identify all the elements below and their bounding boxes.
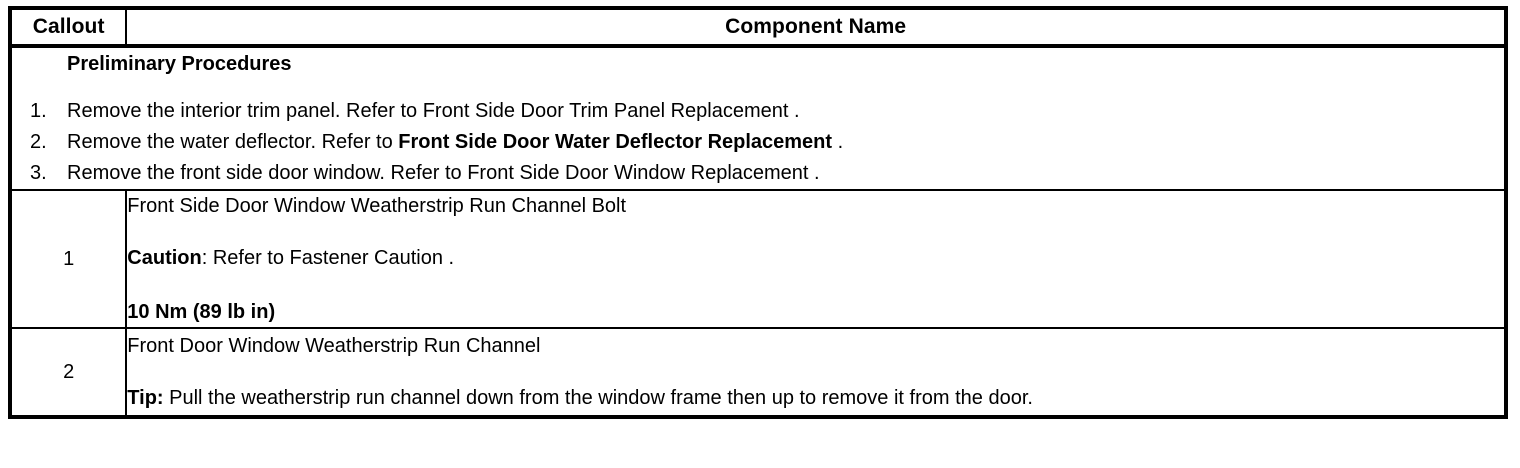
list-item-trail-text: . bbox=[832, 131, 844, 153]
list-item: 3. Remove the front side door window. Ref… bbox=[12, 158, 1504, 189]
column-header-component-name: Component Name bbox=[125, 7, 1507, 48]
list-item: 2. Remove the water deflector. Refer to F… bbox=[12, 127, 1504, 158]
preliminary-procedures-row: Preliminary Procedures 1. Remove the inte… bbox=[9, 45, 1507, 191]
list-item-number: 2. bbox=[30, 131, 47, 153]
tip-label: Tip: bbox=[127, 387, 164, 409]
component-name-text: Front Side Door Window Weatherstrip Run … bbox=[127, 195, 627, 217]
callout-number: 1 bbox=[8, 189, 128, 329]
list-item-trail-text: . bbox=[788, 100, 800, 122]
procedure-table: Callout Component Name Preliminary Proce… bbox=[8, 6, 1508, 419]
component-description-cell: Front Door Window Weatherstrip Run Chann… bbox=[125, 327, 1507, 418]
table-header-row: Callout Component Name bbox=[8, 7, 1507, 48]
procedure-reference-link[interactable]: Front Side Door Water Deflector Replacem… bbox=[398, 131, 833, 153]
preliminary-procedures-cell: Preliminary Procedures 1. Remove the inte… bbox=[9, 45, 1507, 191]
component-name-text: Front Door Window Weatherstrip Run Chann… bbox=[127, 335, 541, 357]
list-item-lead-text: Remove the front side door window. Refer… bbox=[67, 162, 468, 184]
callout-number: 2 bbox=[8, 327, 128, 418]
list-item: 1. Remove the interior trim panel. Refer … bbox=[12, 96, 1504, 127]
torque-specification: 10 Nm (89 lb in) bbox=[127, 301, 276, 323]
component-description-cell: Front Side Door Window Weatherstrip Run … bbox=[125, 189, 1507, 329]
list-item-trail-text: . bbox=[808, 162, 820, 184]
caution-text: : Refer to Fastener Caution . bbox=[201, 247, 455, 269]
procedure-reference-link[interactable]: Front Side Door Trim Panel Replacement bbox=[422, 100, 789, 122]
table-row: 1 Front Side Door Window Weatherstrip Ru… bbox=[8, 189, 1507, 329]
list-item-number: 1. bbox=[30, 100, 47, 122]
preliminary-procedures-title: Preliminary Procedures bbox=[67, 53, 292, 75]
procedure-reference-link[interactable]: Front Side Door Window Replacement bbox=[467, 162, 809, 184]
tip-text: Pull the weatherstrip run channel down f… bbox=[163, 387, 1033, 409]
table-row: 2 Front Door Window Weatherstrip Run Cha… bbox=[8, 327, 1507, 418]
caution-label: Caution bbox=[127, 247, 202, 269]
tip-note: Tip: Pull the weatherstrip run channel d… bbox=[127, 384, 1504, 412]
list-item-number: 3. bbox=[30, 162, 47, 184]
caution-note: Caution: Refer to Fastener Caution . bbox=[127, 244, 1504, 272]
list-item-lead-text: Remove the interior trim panel. Refer to bbox=[67, 100, 423, 122]
list-item-lead-text: Remove the water deflector. Refer to bbox=[67, 131, 399, 153]
preliminary-steps-list: 1. Remove the interior trim panel. Refer … bbox=[12, 96, 1504, 189]
column-header-callout: Callout bbox=[8, 7, 128, 48]
